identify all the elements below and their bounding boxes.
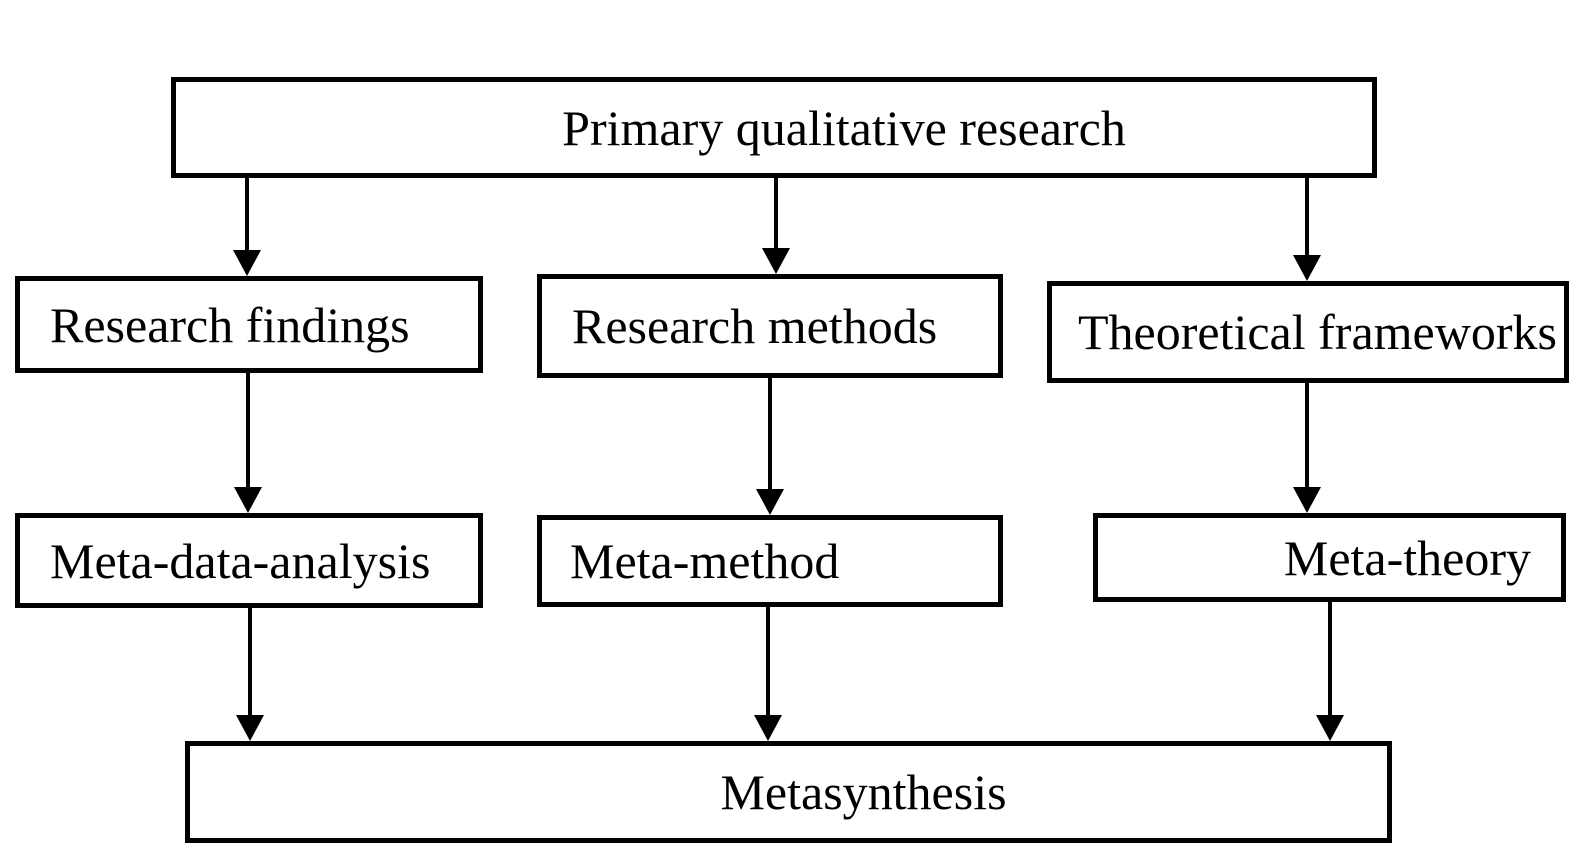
arrowhead-icon [1293,487,1321,513]
node-label: Research findings [50,296,410,353]
arrow-stem [246,373,250,489]
arrow-stem [774,178,778,250]
arrow-stem [768,378,772,491]
node-label: Research methods [572,298,938,354]
down-arrow-meta-method-to-metasynthesis [754,607,782,741]
arrow-stem [1305,383,1309,489]
node-meta-data-analysis: Meta-data-analysis [15,513,483,608]
arrow-stem [245,178,249,252]
node-label: Meta-method [570,533,840,589]
node-label: Theoretical frameworks [1078,304,1557,360]
arrowhead-icon [1293,255,1321,281]
node-primary-qualitative-research: Primary qualitative research [171,77,1377,178]
down-arrow-methods-to-meta-method [756,378,784,515]
arrowhead-icon [754,715,782,741]
node-theoretical-frameworks: Theoretical frameworks [1047,281,1569,383]
arrow-stem [1305,178,1309,257]
down-arrow-primary-to-methods [762,178,790,274]
arrow-stem [248,608,252,717]
node-label: Meta-theory [1283,529,1531,586]
arrow-stem [1328,602,1332,717]
arrowhead-icon [756,489,784,515]
node-research-methods: Research methods [537,274,1003,378]
down-arrow-findings-to-meta-data-analysis [234,373,262,513]
node-label: Meta-data-analysis [50,532,431,589]
down-arrow-primary-to-frameworks [1293,178,1321,281]
arrowhead-icon [233,250,261,276]
down-arrow-frameworks-to-meta-theory [1293,383,1321,513]
node-meta-theory: Meta-theory [1093,513,1566,602]
node-metasynthesis: Metasynthesis [185,741,1392,843]
down-arrow-primary-to-findings [233,178,261,276]
node-label: Primary qualitative research [562,99,1126,156]
arrow-stem [766,607,770,717]
node-research-findings: Research findings [15,276,483,373]
node-meta-method: Meta-method [537,515,1003,607]
arrowhead-icon [234,487,262,513]
node-label: Metasynthesis [720,764,1007,820]
arrowhead-icon [236,715,264,741]
arrowhead-icon [1316,715,1344,741]
down-arrow-meta-theory-to-metasynthesis [1316,602,1344,741]
down-arrow-meta-data-analysis-to-metasynthesis [236,608,264,741]
arrowhead-icon [762,248,790,274]
